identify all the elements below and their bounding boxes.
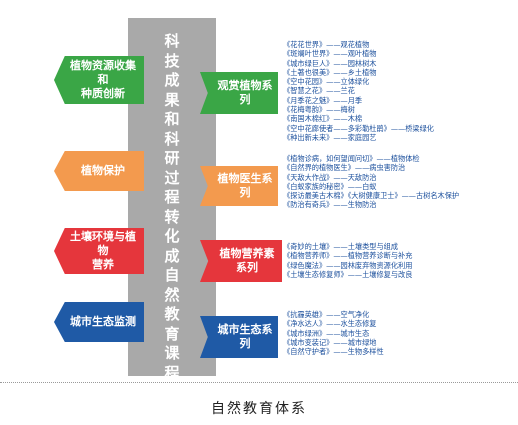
center-title-char: 果: [164, 90, 180, 109]
description-item: 《斑斓叶世界》——观叶植物: [283, 49, 377, 59]
left-box-soil-nutrition: 土壤环境与植物营养: [54, 228, 144, 274]
center-title-char: 转: [164, 207, 180, 226]
description-item: 《月季花之魅》——月季: [283, 95, 363, 105]
left-box-label-line: 土壤环境与植物: [70, 230, 136, 257]
left-box-label: 植物资源收集和种质创新: [68, 59, 138, 101]
center-title-char: 程: [164, 363, 180, 382]
description-item: 《空中花廊使者——多彩勒杜鹃》——桥梁绿化: [283, 123, 434, 133]
center-title-char: 程: [164, 188, 180, 206]
right-box-label: 植物营养素系列: [219, 247, 275, 274]
description-item: 《花梅粤韵》——梅树: [283, 105, 355, 115]
left-box-urban-monitoring: 城市生态监测: [54, 302, 144, 342]
center-title-char: 科: [164, 129, 180, 148]
description-item: 《植物营养师》——植物营养诊断与补充: [283, 251, 413, 261]
left-box-label: 植物保护: [81, 164, 125, 178]
description-item: 《防治有奇兵》——生物防治: [283, 200, 377, 210]
center-title: 科技成果和科研过程转化成自然教育课程: [128, 32, 216, 383]
right-box-plant-doctor-series: 植物医生系列: [200, 166, 278, 206]
center-title-char: 和: [164, 110, 180, 128]
divider-line: [0, 382, 518, 383]
description-item: 《南国木棉红》——木棉: [283, 114, 363, 124]
description-item: 《智慧之花》——兰花: [283, 86, 355, 96]
center-title-char: 教: [164, 305, 180, 323]
description-item: 《种出新未来》——家庭园艺: [283, 132, 377, 142]
description-item: 《天敌大作战》——天敌防治: [283, 172, 377, 182]
description-item: 《城市绿洲》——城市生态: [283, 328, 370, 338]
center-title-char: 成: [164, 71, 180, 89]
description-item: 《土壤生态修复师》——土壤修复与改良: [283, 269, 413, 279]
center-title-char: 课: [164, 344, 180, 362]
right-box-urban-ecology-series: 城市生态系列: [200, 316, 278, 358]
center-title-char: 科: [164, 32, 180, 50]
left-box-resource-collection: 植物资源收集和种质创新: [54, 56, 144, 104]
description-item: 《花花世界》——观花植物: [283, 40, 370, 49]
left-box-label-line: 城市生态监测: [70, 315, 136, 328]
right-box-label: 观赏植物系列: [217, 79, 273, 106]
description-item: 《白蚁家族的秘密》——白蚁: [283, 181, 377, 191]
description-list-nutrient: 《奇妙的土壤》——土壤类型与组成《植物营养师》——植物营养诊断与补充《绿色魔法》…: [283, 242, 412, 279]
description-item: 《自然界的植物医生》——病虫害防治: [283, 163, 406, 173]
center-title-char: 成: [164, 246, 180, 265]
right-box-label: 城市生态系列: [217, 323, 273, 350]
description-item: 《城市变装记》——城市绿地: [283, 337, 377, 347]
caption: 自然教育体系: [211, 401, 307, 417]
center-title-char: 育: [164, 324, 180, 343]
left-box-label-line: 植物保护: [81, 164, 125, 177]
left-box-plant-protection: 植物保护: [54, 151, 144, 191]
description-list-ornamental: 《花花世界》——观花植物《斑斓叶世界》——观叶植物《城市绿巨人》——园林树木《土…: [283, 40, 434, 142]
left-box-label: 城市生态监测: [70, 315, 136, 329]
description-item: 《空中花园》——立体绿化: [283, 77, 370, 87]
center-title-char: 自: [164, 266, 180, 284]
description-item: 《抗霾英雄》——空气净化: [283, 310, 370, 319]
description-item: 《土著也很美》——乡土植物: [283, 67, 377, 77]
right-box-label: 植物医生系列: [217, 172, 273, 199]
right-box-ornamental-series: 观赏植物系列: [200, 72, 278, 114]
description-item: 《植物诊病，如何望闻问切》——植物体检: [283, 154, 420, 163]
right-box-nutrient-series: 植物营养素系列: [200, 240, 282, 282]
description-item: 《城市绿巨人》——园林树木: [283, 58, 377, 68]
description-item: 《净水达人》——水生态修复: [283, 319, 377, 329]
left-box-label-line: 种质创新: [81, 87, 125, 100]
center-title-char: 化: [164, 227, 180, 245]
description-item: 《奇妙的土壤》——土壤类型与组成: [283, 242, 399, 251]
description-item: 《探访最美古木棉》《大树健康卫士》——古树名木保护: [283, 191, 460, 201]
description-item: 《绿色魔法》——园林废弃物资源化利用: [283, 260, 413, 270]
center-title-char: 研: [164, 149, 180, 167]
center-title-char: 然: [164, 285, 180, 304]
left-box-label-line: 营养: [92, 258, 114, 271]
center-title-char: 技: [164, 51, 180, 70]
center-title-char: 过: [164, 168, 180, 187]
left-box-label-line: 植物资源收集和: [70, 59, 136, 86]
description-list-urban-ecology: 《抗霾英雄》——空气净化《净水达人》——水生态修复《城市绿洲》——城市生态《城市…: [283, 310, 384, 356]
description-item: 《自然守护者》——生物多样性: [283, 347, 384, 357]
description-list-plant-doctor: 《植物诊病，如何望闻问切》——植物体检《自然界的植物医生》——病虫害防治《天敌大…: [283, 154, 459, 210]
left-box-label: 土壤环境与植物营养: [68, 230, 138, 272]
